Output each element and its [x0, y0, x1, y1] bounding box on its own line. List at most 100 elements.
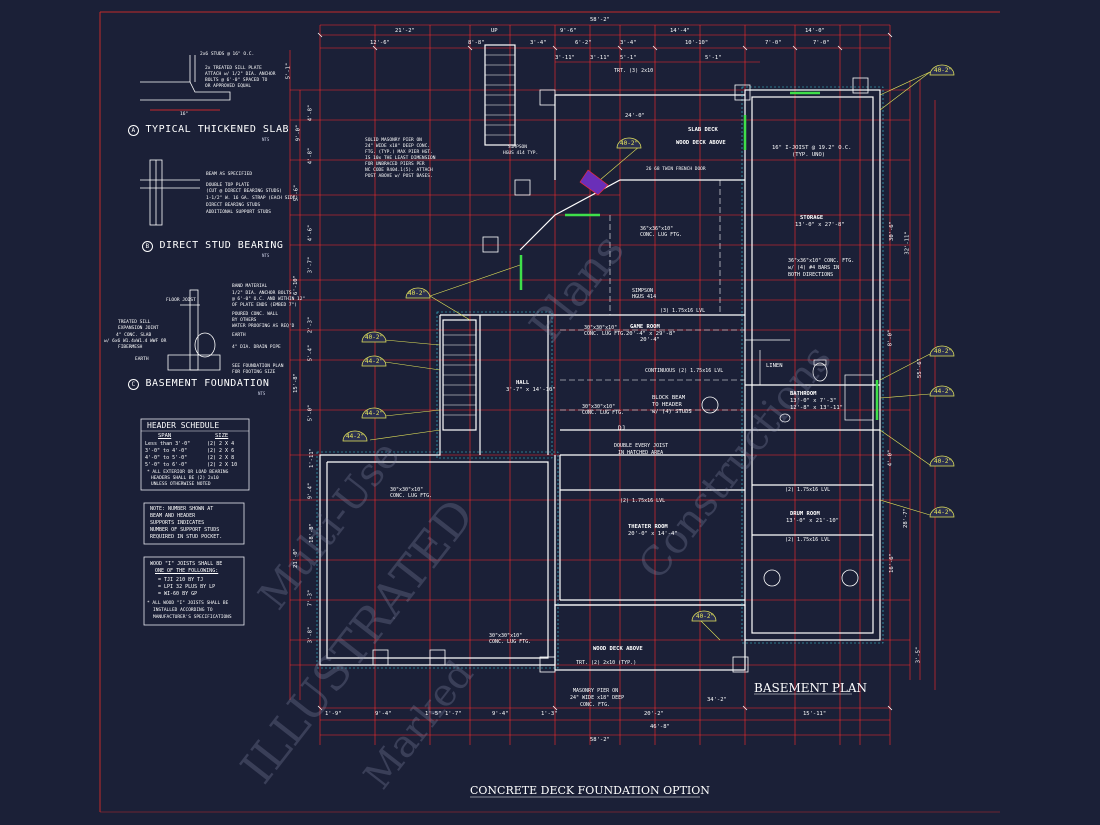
header-footnote-1: * ALL EXTERIOR OR LOAD BEARING: [147, 470, 229, 475]
left-dim-13: 9'-4": [307, 482, 314, 500]
leader-lines: [369, 71, 931, 641]
top-dim-overall: 58'-2": [590, 17, 610, 23]
detail-c-note-6: BY OTHERS: [232, 318, 257, 323]
joist-note-line-8: MANUFACTURER'S SPECIFICATIONS: [153, 615, 232, 620]
conc-lug-5a: 30"x30"x10": [489, 633, 523, 639]
detail-a-scale: NTS: [262, 137, 270, 142]
room-game-name: GAME ROOM: [630, 324, 660, 330]
trt-2x10-typ: TRT. (2) 2x10 (TYP.): [576, 660, 637, 666]
header-row-1-size: (2) 2 X 4: [207, 441, 235, 447]
room-hall-name: HALL: [516, 380, 530, 386]
left-dim-10: 5'-4": [307, 344, 314, 362]
simpson-top-2: HGUS 414 TYP.: [503, 151, 539, 156]
left-dim-7: 3'-7": [307, 256, 314, 274]
conc-lug-1b: CONC. LUG FTG.: [640, 232, 683, 238]
conc-lug-2a: 30"x30"x10": [584, 325, 618, 331]
solid-masonry-5: FOR UNBRACED PIERS PER: [365, 162, 425, 167]
bottom-dim-r2-2: 34'-2": [707, 697, 727, 703]
joist-note-line-1: WOOD "I" JOISTS SHALL BE: [150, 561, 223, 567]
header-schedule-title: HEADER SCHEDULE: [147, 421, 220, 430]
detail-c-note-10: SEE FOUNDATION PLAN: [232, 364, 284, 369]
bottom-dim-3: 1'-5": [425, 711, 442, 717]
detail-c-left-note-6: EARTH: [135, 357, 149, 362]
solid-masonry-2: 24" WIDE x18" DEEP CONC.: [365, 144, 431, 149]
conc-lug-4b: CONC. LUG FTG.: [390, 493, 433, 499]
detail-c-left-note-1: TREATED SILL: [118, 320, 151, 325]
beam-lines: [560, 180, 873, 486]
joist-note-line-2: ONE OF THE FOLLOWING:: [155, 568, 219, 574]
bottom-dim-2: 9'-4": [375, 711, 392, 717]
joist-note-box: [143, 556, 245, 626]
detail-b-scale: NTS: [262, 253, 270, 258]
top-dim-r3-5: 24'-0": [625, 113, 645, 119]
stud-note-line-5: REQUIRED IN STUD POCKET.: [150, 534, 223, 540]
masonry-pier-bottom-3: CONC. FTG.: [580, 702, 611, 708]
detail-c-note-4: OF PLATE ENDS (EMBED 7"): [232, 303, 298, 308]
tag-3: 40-2": [408, 290, 427, 297]
detail-a-title: A TYPICAL THICKENED SLAB: [128, 124, 289, 136]
joist-note-line-7: INSTALLED ACCORDING TO: [153, 608, 213, 613]
top-dim-1: 21'-2": [395, 28, 415, 34]
lvl-mid: (2) 1.75x16 LVL: [620, 498, 666, 504]
detail-a-note-1: 2x6 STUDS @ 16" O.C.: [200, 52, 255, 57]
detail-c-note-7: WATER PROOFING AS REQ'D: [232, 324, 295, 329]
double-joist-1: DOUBLE EVERY JOIST: [614, 443, 669, 449]
header-row-4-size: (2) 2 X 10: [207, 462, 238, 468]
header-schedule-box: [140, 418, 250, 491]
top-dim-r3-1: 3'-11": [555, 55, 575, 61]
room-storage-name: STORAGE: [800, 215, 824, 221]
joist-note-top-1: 16" I-JOIST @ 19.2" O.C.: [772, 145, 852, 151]
room-game-dims: 20'-4" x 29'-8": [626, 331, 676, 337]
room-bathroom-dims: 13'-0" x 7'-3": [790, 398, 837, 404]
conc-lug-1a: 36"x36"x10": [640, 226, 674, 232]
room-linen: LINEN: [766, 363, 783, 369]
dimension-ticks: [317, 32, 893, 711]
detail-b-drawing: [140, 159, 200, 226]
bottom-dim-8: 15'-11": [803, 711, 827, 717]
right-dim-3: 8'-0": [887, 329, 894, 347]
room-slab-deck: SLAB DECK: [688, 127, 718, 133]
walls: [319, 44, 881, 671]
right-dim-1: 32'-11": [904, 231, 911, 255]
bottom-dim-overall: 58'-2": [590, 737, 610, 743]
simpson-mid-1: SIMPSON: [632, 288, 654, 294]
tag-12: 40-2": [696, 613, 715, 620]
block-beam-3: w/ (4) STUDS: [652, 409, 692, 415]
left-dim-18: 7'-3": [307, 589, 314, 607]
header-footnote-2: HEADERS SHALL BE (2) 2x10: [151, 476, 219, 481]
right-dim-2: 30'-6": [888, 221, 895, 241]
detail-c-title: C BASEMENT FOUNDATION: [128, 378, 269, 390]
left-dim-15: 18'-8": [308, 523, 315, 543]
detail-b-note-1: BEAM AS SPECIFIED: [206, 172, 253, 177]
left-dim-1: 5'-1": [285, 62, 292, 80]
solid-masonry-4: IS 10x THE LEAST DIMENSION: [365, 156, 436, 161]
stud-note-line-4: NUMBER OF SUPPORT STUDS: [150, 527, 220, 533]
solid-masonry-1: SOLID MASONRY PIER ON: [365, 138, 422, 143]
room-theater-dims: 20'-0" x 14'-4": [628, 531, 678, 537]
top-dim-3: 14'-4": [670, 28, 690, 34]
bottom-dim-r2-1: 46'-8": [650, 724, 670, 730]
room-bathroom-name: BATHROOM: [790, 391, 817, 397]
left-dim-16: 21'-0": [292, 548, 299, 568]
bottom-dim-6: 1'-3": [541, 711, 558, 717]
header-footnote-3: UNLESS OTHERWISE NOTED: [151, 482, 211, 487]
header-row-2-size: (2) 2 X 6: [207, 448, 235, 454]
joist-note-line-4: = LPI 32 PLUS BY LP: [158, 584, 216, 590]
plan-title: BASEMENT PLAN: [754, 681, 868, 695]
tag-7: 44-2": [346, 433, 365, 440]
continuous-lvl: CONTINUOUS (2) 1.75x16 LVL: [645, 368, 724, 374]
conc-ftg-bars-1: 36"x36"x10" CONC. FTG.: [788, 258, 855, 264]
left-dim-8: 6'-10": [292, 275, 299, 295]
simpson-top-1: SIMPSON: [508, 145, 527, 150]
detail-b-note-3: (CUT @ DIRECT BEARING STUDS): [206, 189, 282, 194]
conc-lug-5b: CONC. LUG FTG.: [489, 639, 532, 645]
conc-lug-2b: CONC. LUG FTG.: [584, 331, 627, 337]
joist-note-line-6: * ALL WOOD "I" JOISTS SHALL BE: [147, 601, 229, 606]
conc-lug-4a: 30"x30"x10": [390, 487, 424, 493]
detail-c-note-1: BAND MATERIAL: [232, 284, 268, 289]
tag-11: 44-2": [934, 509, 953, 516]
detail-c-left-note-5: FIBERMESH: [118, 345, 143, 350]
block-beam-2: TO HEADER: [652, 402, 682, 408]
solid-masonry-6: NC CODE R404.1(5). ATTACH: [365, 168, 433, 173]
